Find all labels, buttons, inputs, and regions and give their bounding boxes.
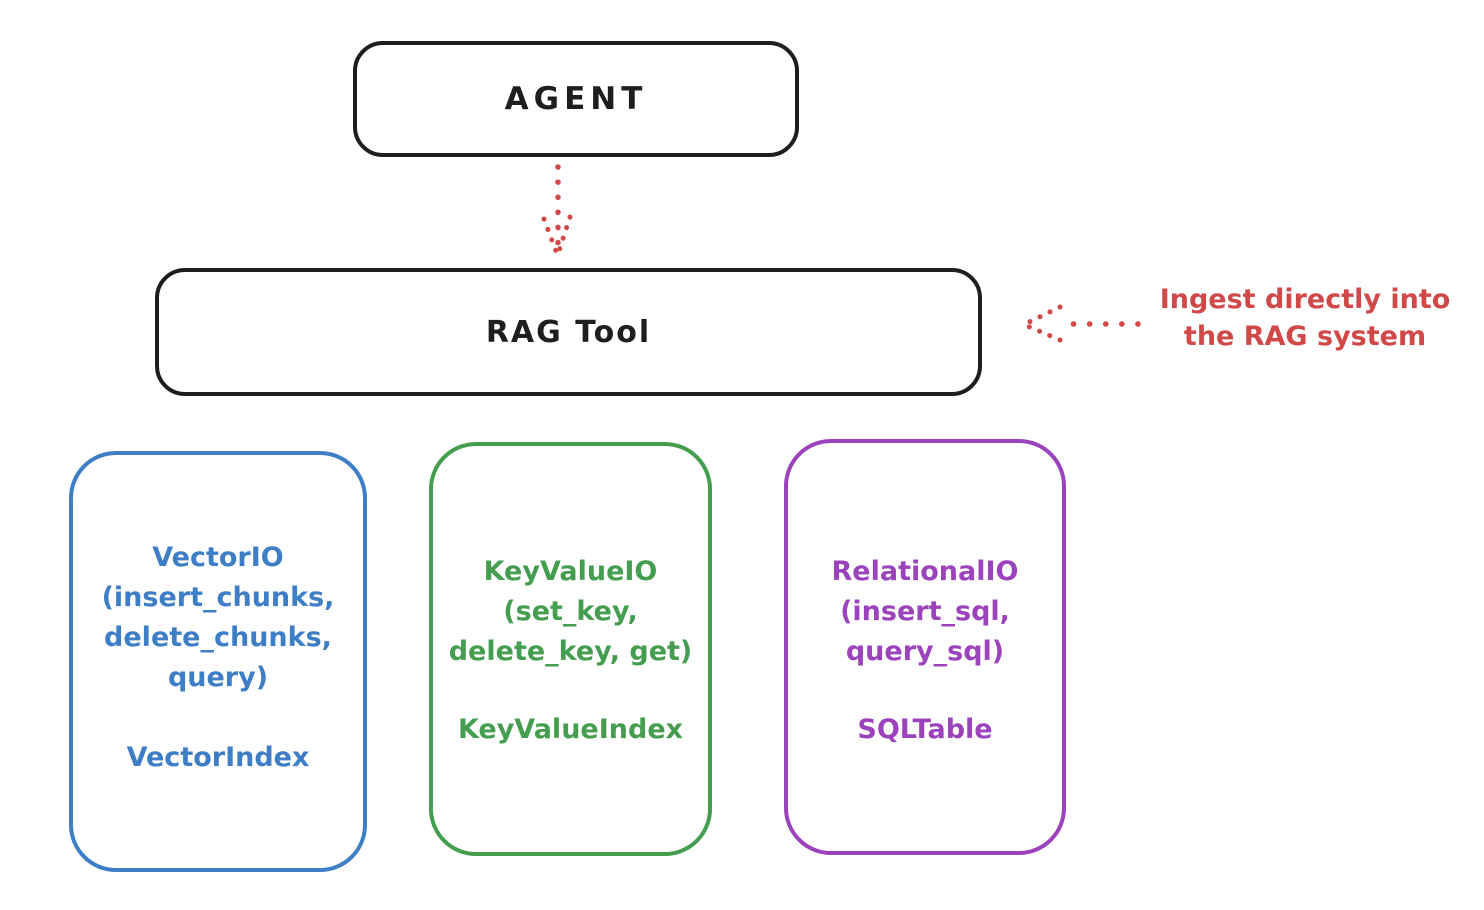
vector-io-line: query) bbox=[167, 662, 269, 693]
relational-io-line: RelationalIO bbox=[831, 556, 1019, 587]
sql-table-label: SQLTable bbox=[857, 714, 993, 745]
ingest-arrow-icon bbox=[1022, 304, 1141, 343]
rag-tool-box bbox=[155, 268, 982, 396]
rag-tool-label: RAG Tool bbox=[485, 314, 652, 350]
key-value-io-line: KeyValueIO bbox=[483, 556, 658, 587]
ingest-annotation-line-2: the RAG system bbox=[1183, 321, 1427, 352]
agent-label: AGENT bbox=[504, 81, 648, 117]
ingest-annotation: Ingest directly into the RAG system bbox=[1135, 281, 1475, 355]
relational-io-box bbox=[784, 439, 1066, 855]
key-value-io-box bbox=[429, 442, 712, 856]
agent-to-rag-arrow-icon bbox=[541, 164, 573, 257]
vector-io-box bbox=[69, 451, 367, 872]
relational-io-text: RelationalIO (insert_sql, query_sql) SQL… bbox=[786, 441, 1064, 750]
vector-index-label: VectorIndex bbox=[126, 742, 310, 773]
key-value-io-text: KeyValueIO (set_key, delete_key, get) Ke… bbox=[431, 444, 710, 750]
vector-io-line: VectorIO bbox=[152, 542, 284, 573]
vector-io-text: VectorIO (insert_chunks, delete_chunks, … bbox=[71, 453, 365, 778]
vector-io-line: (insert_chunks, bbox=[101, 582, 335, 613]
vector-io-line: delete_chunks, bbox=[104, 622, 332, 653]
relational-io-line: (insert_sql, bbox=[840, 596, 1010, 627]
agent-box bbox=[353, 41, 799, 157]
ingest-annotation-line-1: Ingest directly into bbox=[1159, 284, 1451, 315]
key-value-index-label: KeyValueIndex bbox=[457, 714, 684, 745]
key-value-io-line: delete_key, get) bbox=[448, 636, 693, 667]
key-value-io-line: (set_key, bbox=[503, 596, 638, 627]
relational-io-line: query_sql) bbox=[845, 636, 1005, 667]
